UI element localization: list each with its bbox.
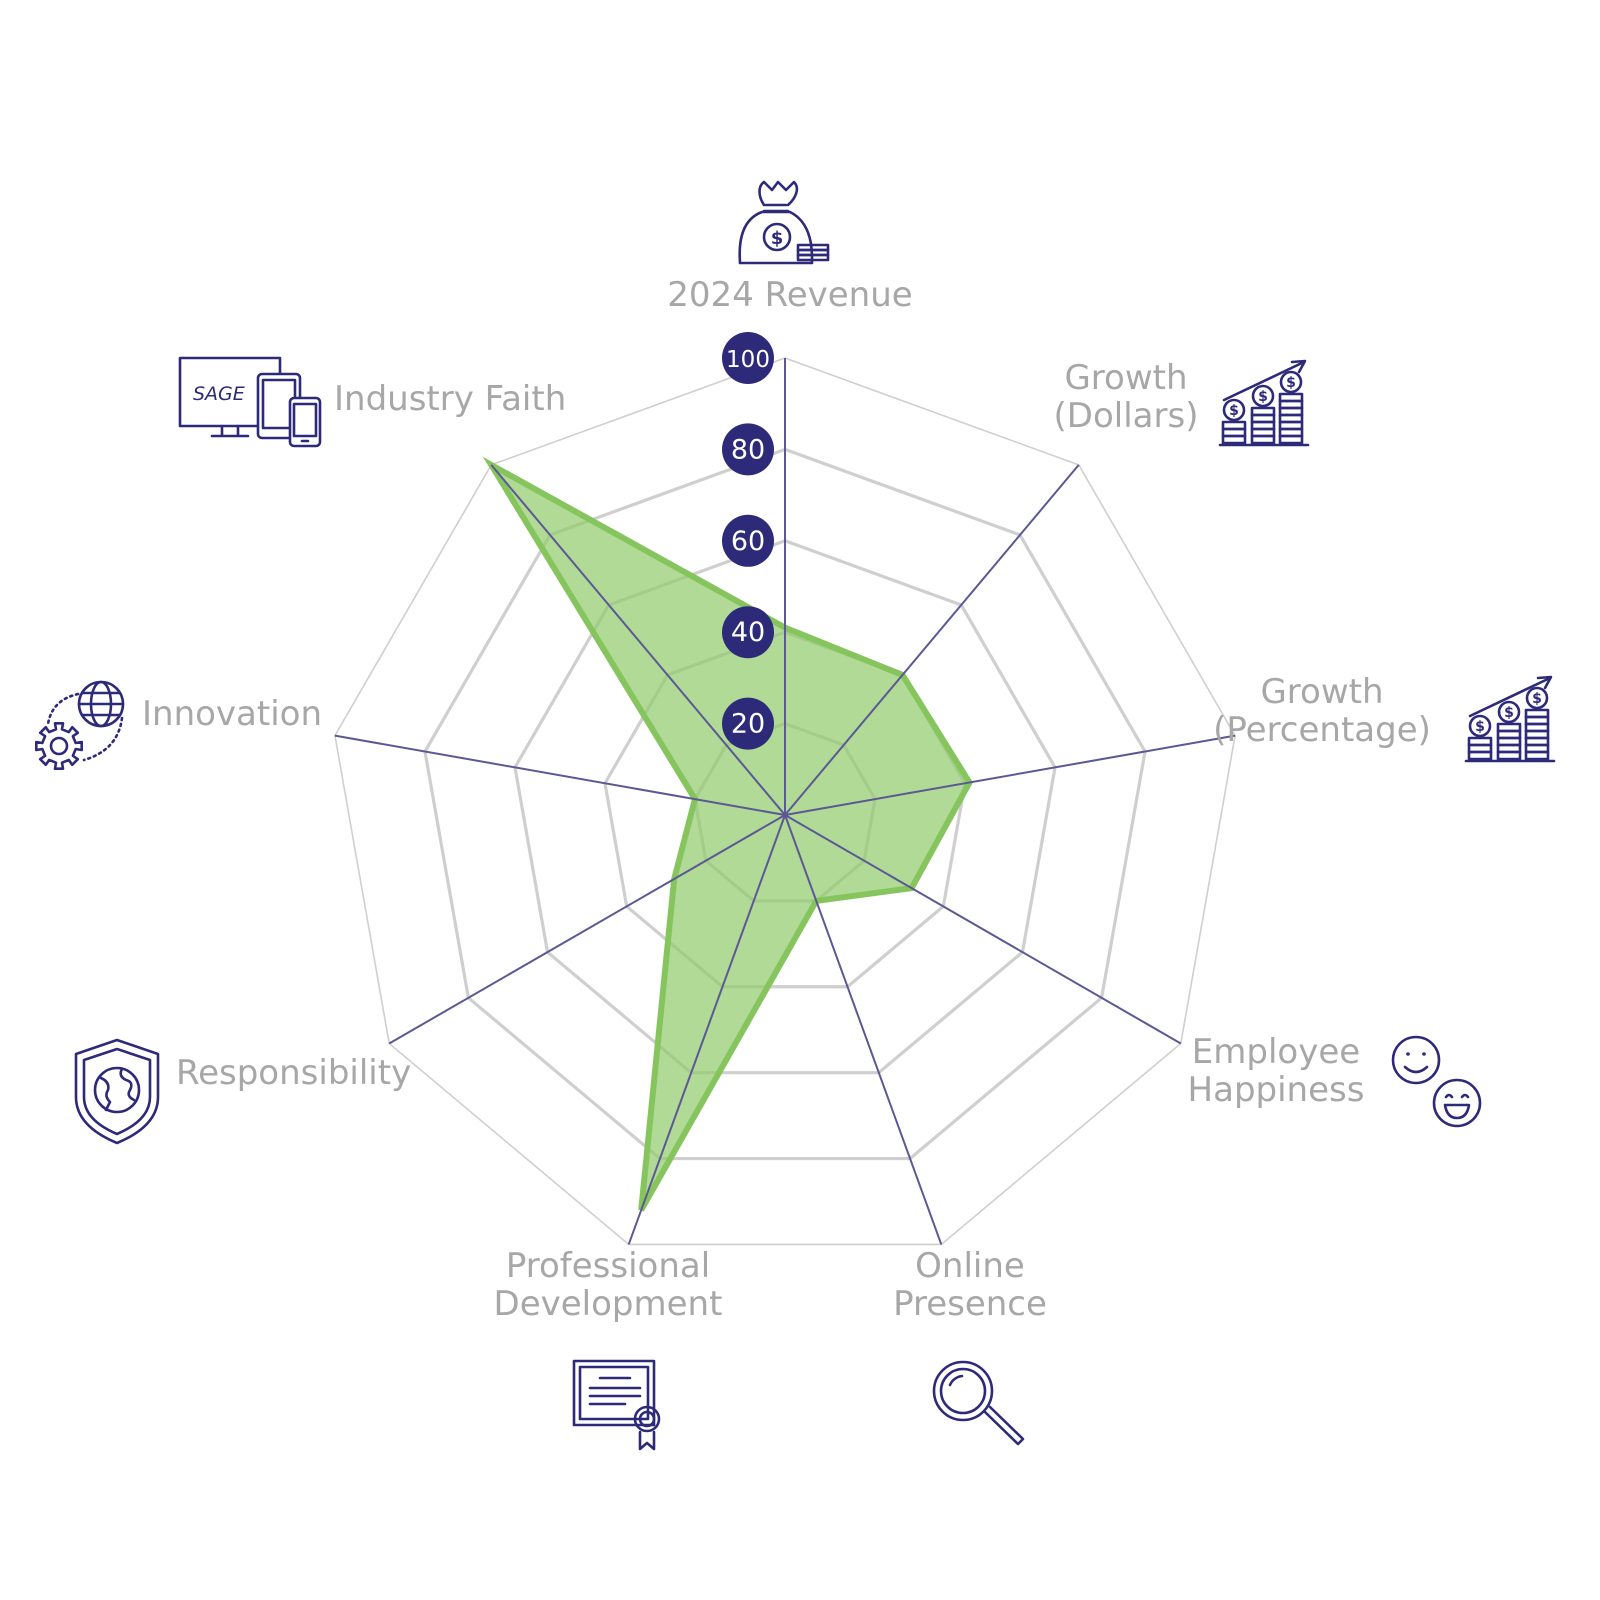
shield-globe-icon [74,1038,160,1145]
svg-text:100: 100 [726,347,770,373]
coin-growth-icon: $ $ $ [1218,359,1310,447]
axis-label-growth-dollars: Growth(Dollars) [1054,358,1199,436]
svg-text:$: $ [1475,719,1485,735]
certificate-icon [572,1359,661,1451]
grid-ring-80 [423,447,1147,1161]
svg-text:20: 20 [731,709,765,740]
svg-text:60: 60 [731,526,765,557]
spoke-layer [334,358,1236,1245]
spoke-growth-percentage [784,734,1236,816]
spoke-responsibility [388,814,786,1045]
spoke-employee-happiness [784,814,1182,1045]
sage-logo-text: SAGE [193,383,245,405]
spoke-growth-dollars [784,464,1080,816]
svg-text:$: $ [1504,705,1514,721]
tick-layer: 20 40 60 80 100 [722,332,774,750]
axis-label-2024-revenue: 2024 Revenue [667,275,912,315]
svg-text:80: 80 [731,434,765,465]
series-layer [482,456,973,1212]
spoke-professional-development [627,814,786,1245]
smiley-faces-icon [1391,1035,1482,1128]
spoke-innovation [334,734,786,816]
tick-label-60: 60 [722,514,774,567]
money-bag-icon: $ [738,180,830,265]
sage-devices-icon: SAGE [178,356,322,448]
series-area [482,456,973,1212]
svg-text:$: $ [1532,691,1542,707]
svg-text:$: $ [1286,375,1296,391]
tick-label-100: 100 [722,332,774,384]
spoke-online-presence [784,814,943,1245]
coin-growth-icon: $ $ $ [1464,675,1556,763]
svg-text:$: $ [771,228,784,249]
grid-ring-100 [334,357,1236,1246]
axis-label-responsibility: Responsibility [176,1053,411,1093]
tick-label-20: 20 [722,697,774,750]
magnifier-icon [932,1360,1025,1446]
tick-label-80: 80 [722,423,774,476]
axis-label-industry-faith: Industry Faith [334,379,566,419]
svg-text:$: $ [1258,389,1268,405]
svg-text:40: 40 [731,617,765,648]
svg-text:$: $ [1229,403,1239,419]
grid-ring-60 [513,539,1057,1075]
axis-label-growth-percentage: Growth(Percentage) [1213,672,1431,750]
tick-label-40: 40 [722,606,774,659]
icon-layer: $ $ $ $ $ $ $ SAGE [35,180,1556,1451]
globe-gear-icon [35,680,125,770]
spoke-industry-faith [490,464,786,816]
axis-label-innovation: Innovation [142,694,322,734]
